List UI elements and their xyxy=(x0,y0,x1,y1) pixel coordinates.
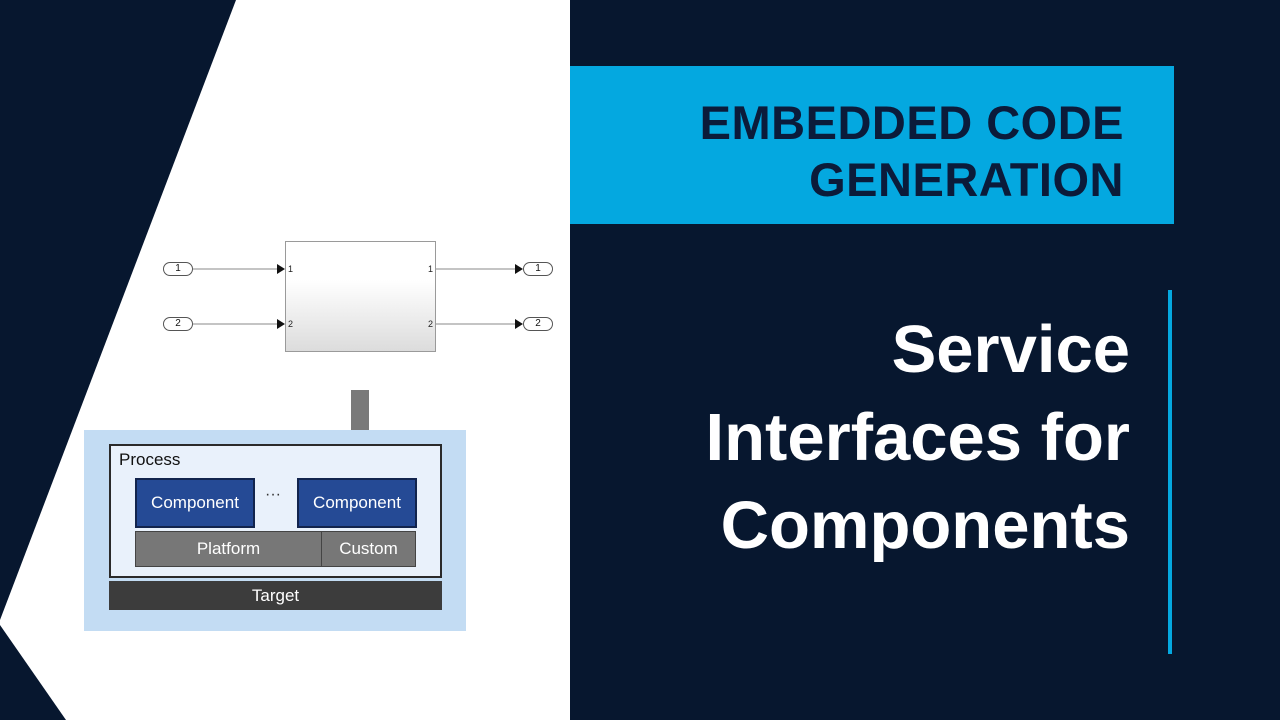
video-title: Service Interfaces for Components xyxy=(600,306,1130,570)
subsystem-block: 1 2 1 2 xyxy=(285,241,436,352)
inport-1: 1 xyxy=(163,262,193,276)
arrowhead-in-2 xyxy=(277,319,285,329)
outport-2: 2 xyxy=(523,317,553,331)
block-in-port-1: 1 xyxy=(288,264,294,274)
ellipsis: ··· xyxy=(265,486,281,503)
title-line-1: Service xyxy=(891,312,1130,387)
custom-bar: Custom xyxy=(321,531,416,567)
title-line-3: Components xyxy=(720,488,1130,563)
platform-bar: Platform xyxy=(135,531,322,567)
arrowhead-out-1 xyxy=(515,264,523,274)
component-right: Component xyxy=(297,478,417,528)
accent-line xyxy=(1168,290,1172,654)
block-out-port-2: 2 xyxy=(427,319,433,329)
target-bar: Target xyxy=(109,581,442,610)
title-line-2: Interfaces for xyxy=(705,400,1130,475)
process-label: Process xyxy=(119,450,181,469)
category-line-2: GENERATION xyxy=(809,153,1124,206)
block-out-port-1: 1 xyxy=(427,264,433,274)
category-text: EMBEDDED CODE GENERATION xyxy=(700,94,1124,208)
arrowhead-in-1 xyxy=(277,264,285,274)
category-banner: EMBEDDED CODE GENERATION xyxy=(570,66,1174,224)
arrowhead-out-2 xyxy=(515,319,523,329)
inport-2: 2 xyxy=(163,317,193,331)
component-left: Component xyxy=(135,478,255,528)
outport-1: 1 xyxy=(523,262,553,276)
category-line-1: EMBEDDED CODE xyxy=(699,96,1124,149)
block-in-port-2: 2 xyxy=(288,319,294,329)
